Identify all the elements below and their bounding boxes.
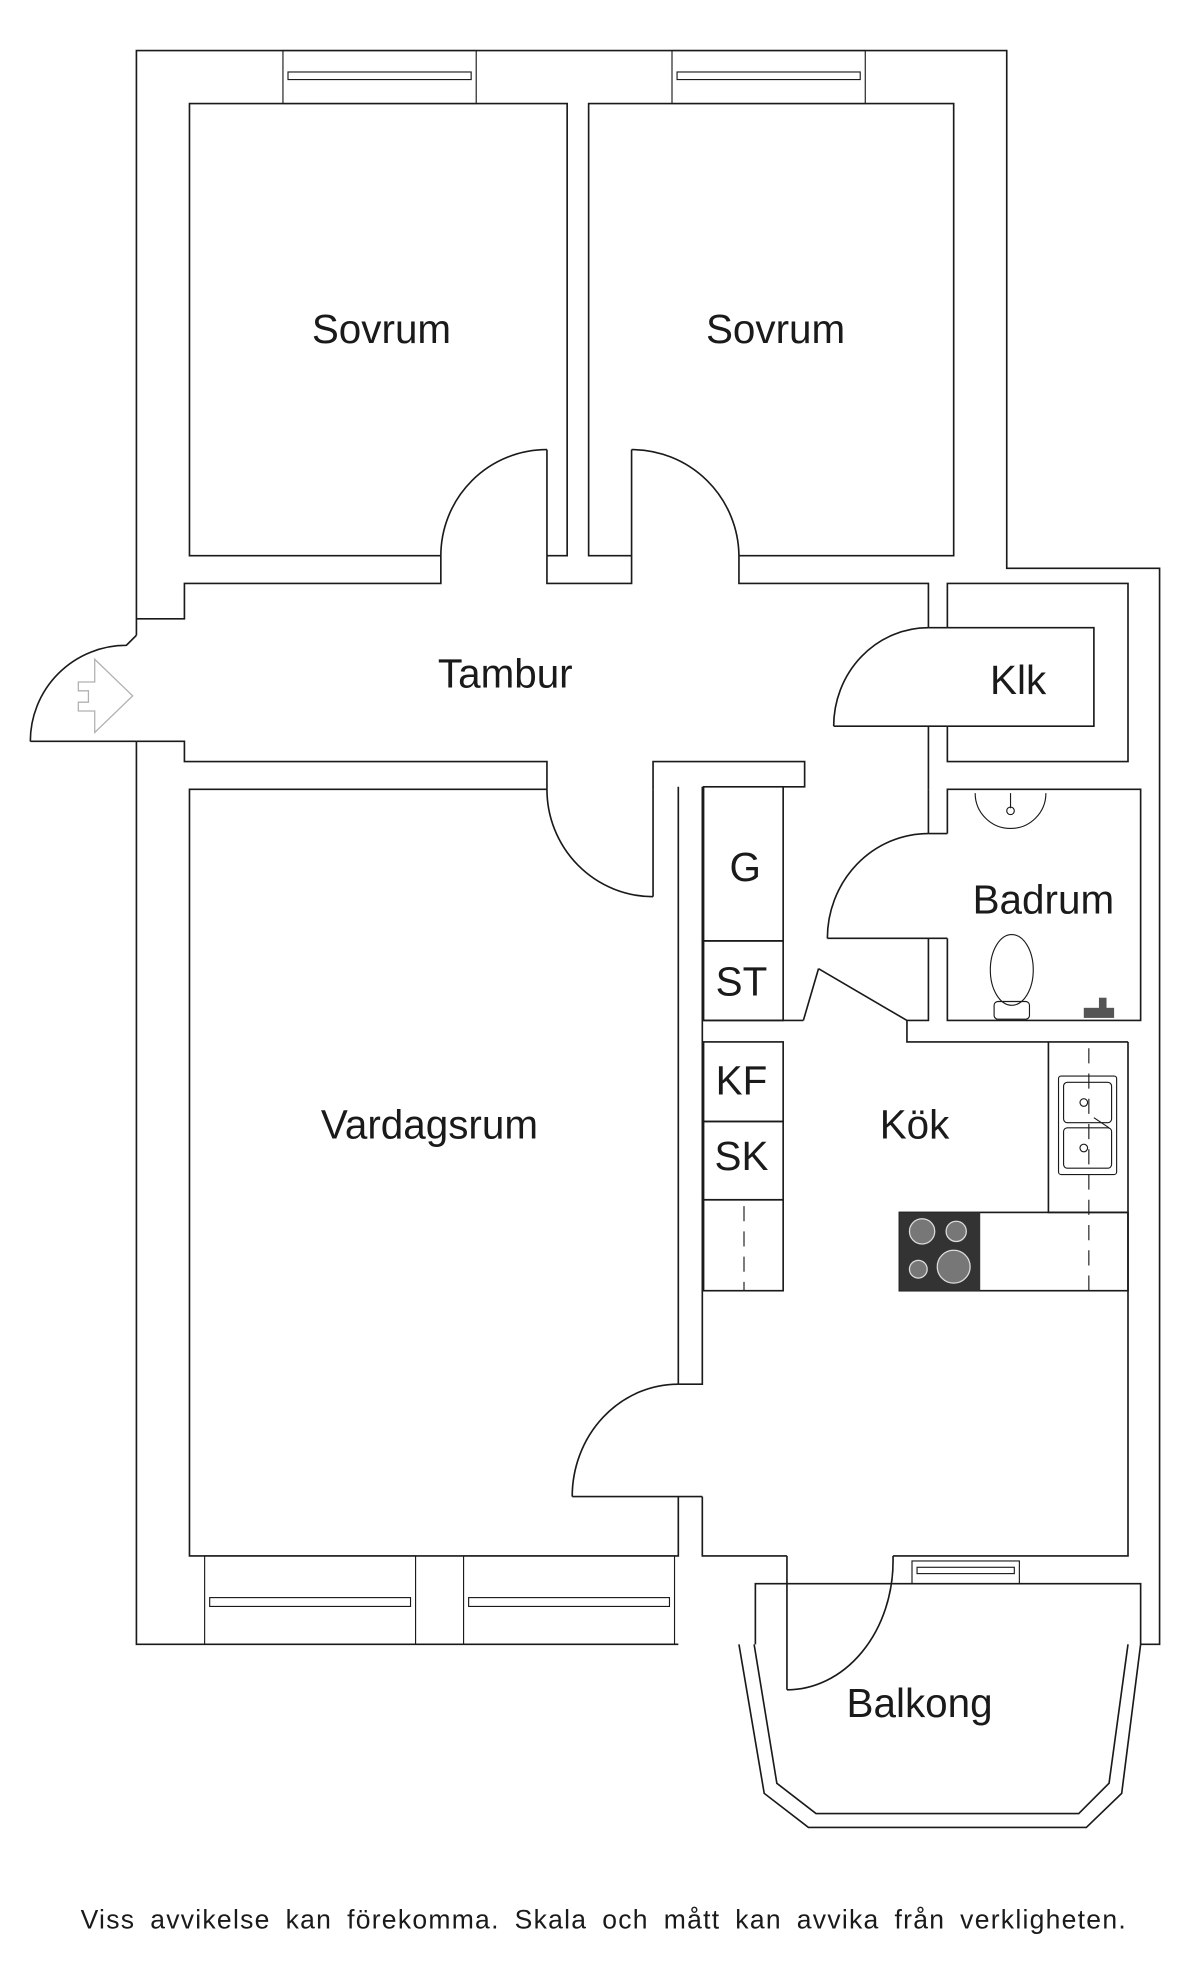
washbasin-icon	[974, 793, 1047, 829]
room-label-kitchen: Kök	[880, 1101, 950, 1147]
room-label-bedroom-2: Sovrum	[706, 306, 845, 352]
entrance-door[interactable]	[29, 634, 138, 743]
closet-walls	[927, 582, 1129, 790]
entrance-arrow-icon	[77, 657, 134, 734]
stove-icon	[899, 1212, 981, 1291]
outer-walls	[135, 49, 1161, 1646]
sink-icon	[1057, 1075, 1118, 1176]
room-label-living-room: Vardagsrum	[321, 1101, 538, 1147]
bedroom-2-walls	[587, 102, 955, 557]
balcony-outline	[738, 1582, 1142, 1829]
living-room-door[interactable]	[546, 789, 654, 898]
hall-walls	[136, 555, 930, 790]
room-label-wardrobe: G	[730, 844, 761, 890]
room-label-closet: Klk	[990, 657, 1047, 703]
window-living-1	[204, 1555, 417, 1645]
cabinet-column	[702, 785, 804, 1292]
bedroom-2-door[interactable]	[630, 448, 740, 556]
bedroom-1-door[interactable]	[440, 448, 548, 556]
living-room-walls	[188, 786, 704, 1557]
bathroom-door[interactable]	[826, 832, 948, 940]
room-label-bathroom: Badrum	[973, 877, 1114, 923]
disclaimer-text: Viss avvikelse kan förekomma. Skala och …	[81, 1904, 1127, 1934]
balcony-door[interactable]	[786, 1555, 894, 1691]
closet-door[interactable]	[832, 626, 948, 728]
window-bedroom-1	[282, 49, 477, 105]
room-label-bedroom-1: Sovrum	[312, 306, 451, 352]
room-label-fridge-freezer: KF	[716, 1057, 768, 1103]
window-living-2	[463, 1555, 676, 1645]
room-label-storage: ST	[716, 959, 768, 1005]
toilet-icon	[989, 933, 1034, 1020]
room-label-pantry: SK	[715, 1133, 769, 1179]
kitchen-door[interactable]	[802, 967, 908, 1022]
window-kitchen	[911, 1560, 1020, 1585]
room-label-hall: Tambur	[438, 651, 573, 697]
bedroom-1-walls	[188, 102, 568, 557]
room-label-balcony: Balkong	[847, 1680, 993, 1726]
kitchen-living-door[interactable]	[571, 1383, 703, 1498]
window-bedroom-2	[671, 49, 866, 105]
floor-drain-icon	[1083, 997, 1115, 1018]
